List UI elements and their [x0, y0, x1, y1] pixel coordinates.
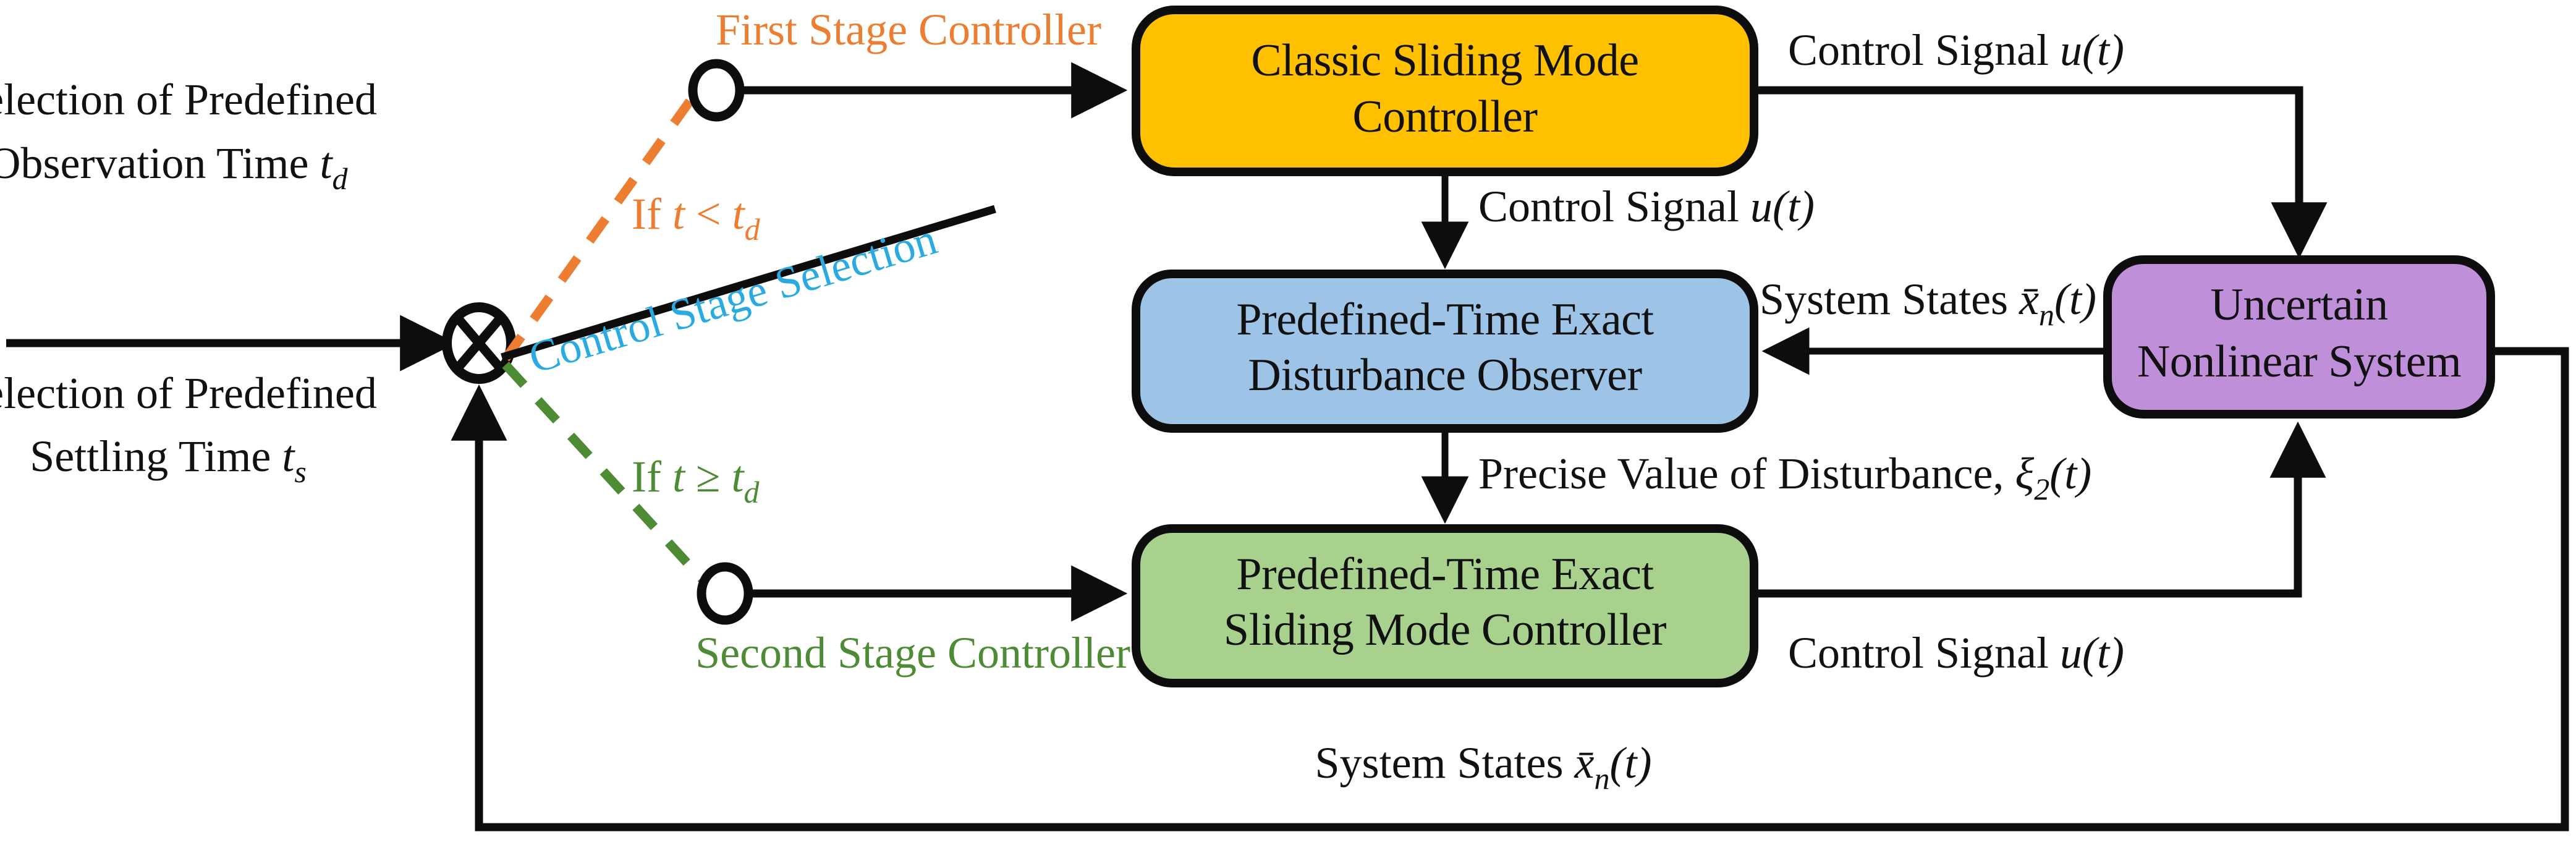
branch-line-if-less-than-td [501, 83, 705, 362]
summing-junction[interactable] [442, 302, 516, 384]
control-stage-selection-label: Control Stage Selection [523, 214, 943, 383]
block-classic-smc-line1: Classic Sliding Mode [1251, 35, 1638, 86]
system-states-feedback-argument: (t) [1610, 738, 1652, 788]
system-states-feedback-subscript: n [1595, 761, 1610, 796]
wire-classic-smc-to-plant [1754, 86, 2328, 259]
control-stage-selection-pointer [501, 205, 996, 362]
second-stage-node[interactable] [697, 562, 753, 625]
label-control-signal-top: Control Signal u(t) [1788, 25, 2124, 75]
cond1-threshold: t [732, 189, 746, 239]
cond2-op: ≥ [685, 452, 732, 501]
disturbance-value-subscript: 2 [2034, 472, 2049, 506]
cond2-var: t [672, 452, 686, 501]
system-states-right-text: System States [1760, 274, 2019, 324]
first-stage-controller-label: First Stage Controller [716, 5, 1101, 54]
system-states-right-symbol: x̄ [2019, 274, 2039, 324]
block-plant-line2: Nonlinear System [2137, 336, 2461, 387]
system-states-right-argument: (t) [2054, 274, 2096, 324]
block-predefined-time-exact-sliding-mode-controller[interactable]: Predefined-Time Exact Sliding Mode Contr… [1132, 524, 1758, 687]
settling-time-subscript: s [294, 454, 306, 489]
observation-time-line1: Selection of Predefined [0, 75, 377, 124]
label-control-signal-bottom: Control Signal u(t) [1788, 628, 2124, 678]
disturbance-value-argument: (t) [2049, 449, 2091, 498]
disturbance-value-symbol: ξ [2015, 449, 2034, 498]
system-states-feedback-text: System States [1315, 738, 1575, 788]
settling-time-line2-prefix: Settling Time [30, 432, 282, 481]
block-classic-sliding-mode-controller[interactable]: Classic Sliding Mode Controller [1132, 6, 1758, 176]
label-system-states-feedback: System States x̄n(t) [1315, 738, 1652, 796]
control-signal-mid-symbol: u(t) [1750, 182, 1815, 231]
block-uncertain-nonlinear-system[interactable]: Uncertain Nonlinear System [2103, 255, 2495, 419]
cond1-prefix: If [632, 189, 672, 239]
condition-if-geq-td: If t ≥ td [632, 452, 760, 509]
block-predefined-smc-line2: Sliding Mode Controller [1224, 605, 1666, 655]
block-plant-shape [2103, 255, 2495, 419]
settling-time-line2: Settling Time ts [30, 432, 307, 489]
block-classic-smc-line2: Controller [1352, 91, 1537, 142]
control-signal-top-symbol: u(t) [2060, 25, 2124, 75]
control-signal-mid-text: Control Signal [1478, 182, 1750, 231]
label-system-states-right: System States x̄n(t) [1760, 274, 2096, 332]
system-states-feedback-symbol: x̄ [1574, 738, 1595, 788]
label-settling-time-input: Selection of Predefined Settling Time ts [0, 368, 377, 489]
cond2-threshold-sub: d [744, 475, 760, 509]
control-signal-bottom-text: Control Signal [1788, 628, 2060, 678]
observation-time-line2-prefix: Observation Time [0, 138, 320, 188]
system-states-right-subscript: n [2039, 297, 2054, 332]
control-signal-top-text: Control Signal [1788, 25, 2060, 75]
wire-predefined-smc-to-plant [1754, 421, 2326, 598]
control-signal-bottom-symbol: u(t) [2060, 628, 2124, 678]
cond2-threshold: t [731, 452, 745, 501]
observation-time-symbol: t [320, 138, 334, 188]
block-disturbance-observer-line2: Disturbance Observer [1248, 350, 1642, 401]
cond1-op: < [685, 189, 732, 239]
label-observation-time-input: Selection of Predefined Observation Time… [0, 75, 377, 196]
block-plant-line1: Uncertain [2210, 279, 2387, 330]
settling-time-symbol: t [282, 432, 295, 481]
cond2-prefix: If [632, 452, 672, 501]
first-stage-node[interactable] [688, 59, 745, 122]
wire-plant-feedback-to-junction [451, 347, 2569, 831]
label-disturbance-value: Precise Value of Disturbance, ξ2(t) [1478, 449, 2091, 506]
branch-line-if-geq-td [502, 361, 713, 591]
settling-time-line1: Selection of Predefined [0, 368, 377, 418]
cond1-var: t [672, 189, 686, 239]
disturbance-value-text: Precise Value of Disturbance, [1478, 449, 2015, 498]
second-stage-controller-label: Second Stage Controller [695, 628, 1130, 678]
block-predefined-smc-line1: Predefined-Time Exact [1236, 549, 1654, 600]
observation-time-subscript: d [333, 161, 349, 196]
cond1-threshold-sub: d [745, 212, 761, 247]
block-predefined-time-exact-disturbance-observer[interactable]: Predefined-Time Exact Disturbance Observ… [1132, 270, 1758, 433]
condition-if-less-than-td: If t < td [632, 189, 761, 247]
label-control-signal-mid: Control Signal u(t) [1478, 182, 1815, 231]
observation-time-line2: Observation Time td [0, 138, 349, 196]
block-disturbance-observer-line1: Predefined-Time Exact [1236, 294, 1654, 345]
block-predefined-smc-shape [1132, 524, 1758, 687]
